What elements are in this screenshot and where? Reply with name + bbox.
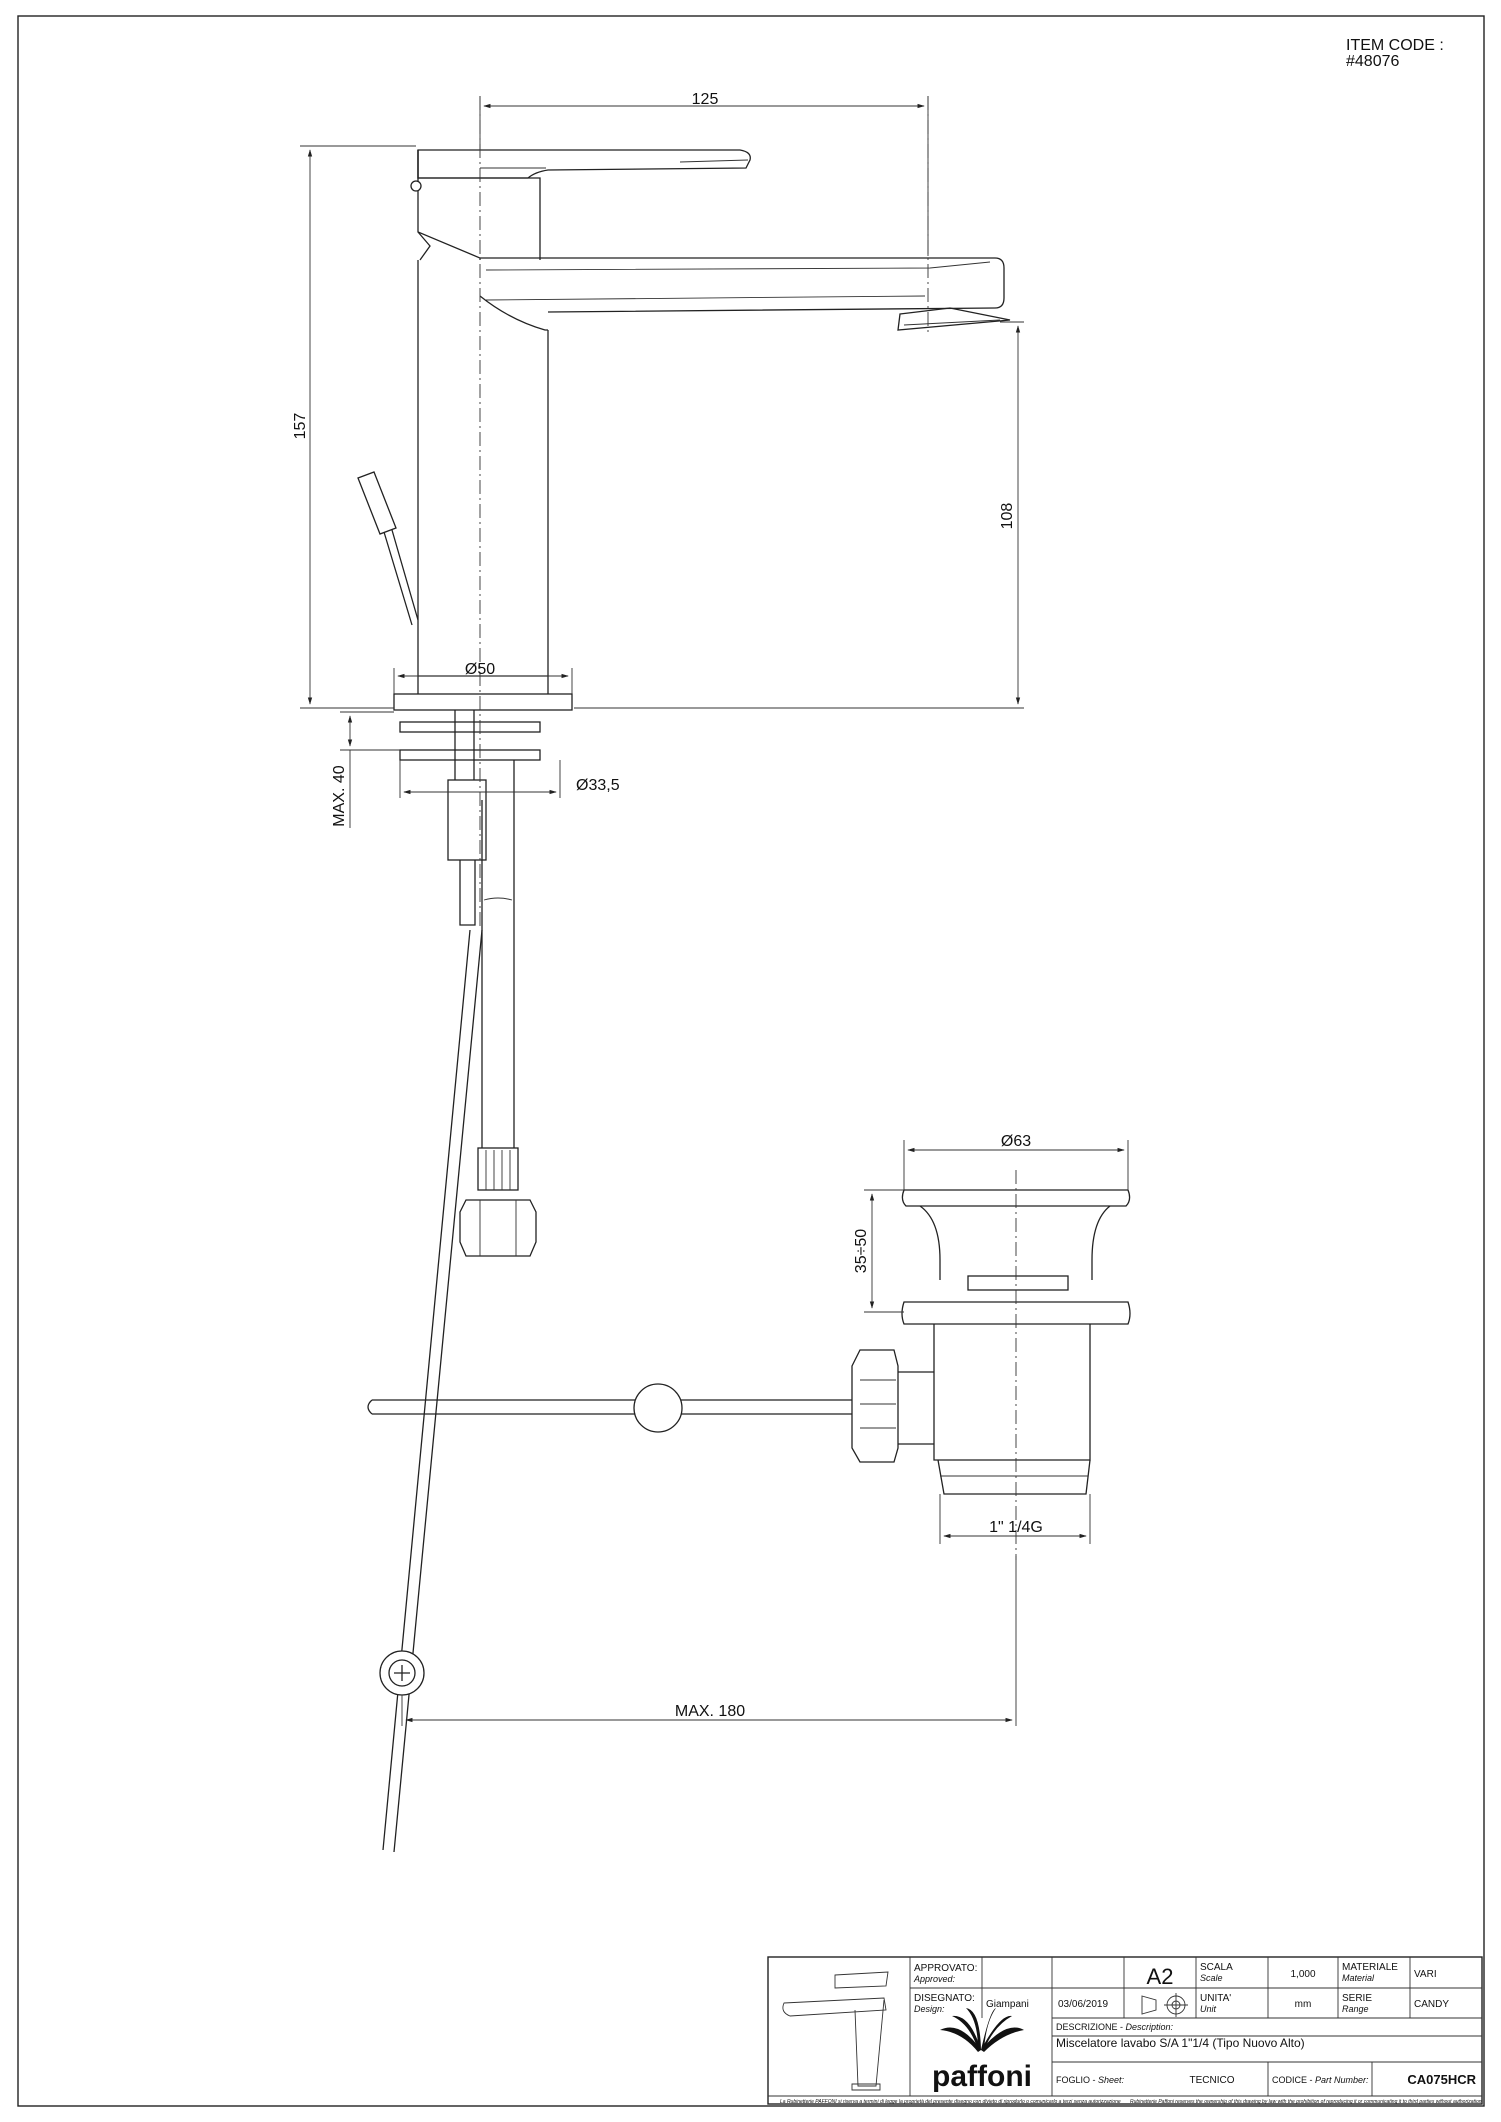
description-label: DESCRIZIONE - Description: <box>1056 2022 1174 2032</box>
approved-label: APPROVATO: <box>914 1963 977 1974</box>
material-label: MATERIALE <box>1342 1962 1398 1973</box>
dim-total-height: 157 <box>292 413 309 440</box>
design-label-en: Design: <box>914 2004 945 2014</box>
dimension-lines <box>300 96 1129 1726</box>
approved-label-en: Approved: <box>913 1974 956 1984</box>
dim-spout-reach: 125 <box>692 91 719 108</box>
dim-waste-thread: 1" 1/4G <box>989 1519 1043 1536</box>
title-block: APPROVATO: Approved: DISEGNATO: Design: … <box>767 1956 1483 2105</box>
sheet-border <box>17 15 1485 2107</box>
sheet-format: A2 <box>1147 1964 1174 1989</box>
footer-copyright-it: La Rubinetterie PAFFONI si riserva a ter… <box>780 2099 1121 2105</box>
pop-up-waste-outline <box>367 1189 1131 1495</box>
dim-waste-diameter: Ø63 <box>1001 1133 1031 1150</box>
dim-max-rod-distance: MAX. 180 <box>675 1703 745 1720</box>
item-code-value: #48076 <box>1346 53 1399 70</box>
design-label: DISEGNATO: <box>914 1993 975 2004</box>
dim-waste-height: 35÷50 <box>853 1229 870 1273</box>
series-label: SERIE <box>1342 1993 1372 2004</box>
unit-label-en: Unit <box>1200 2004 1217 2014</box>
series-value: CANDY <box>1414 1999 1449 2010</box>
sheet-value: TECNICO <box>1190 2075 1235 2086</box>
dim-shank-diameter: Ø33,5 <box>576 777 620 794</box>
unit-label: UNITA' <box>1200 1993 1231 2004</box>
material-value: VARI <box>1414 1969 1437 1980</box>
part-number-label: CODICE - Part Number: <box>1272 2075 1369 2085</box>
dim-spout-height: 108 <box>999 503 1016 530</box>
projection-icon <box>1141 1993 1188 2017</box>
series-label-en: Range <box>1342 2004 1369 2014</box>
part-number-value: CA075HCR <box>1407 2072 1476 2087</box>
paffoni-logo: paffoni <box>932 2008 1032 2093</box>
footer-copyright-en: Rubinetterie Paffoni reserves the owners… <box>1130 2099 1482 2105</box>
item-code-label: ITEM CODE : <box>1346 37 1444 54</box>
scale-label-en: Scale <box>1200 1973 1223 1983</box>
material-label-en: Material <box>1342 1973 1375 1983</box>
description-value: Miscelatore lavabo S/A 1"1/4 (Tipo Nuovo… <box>1056 2036 1305 2050</box>
designer-name: Giampani <box>986 1999 1029 2010</box>
dim-base-diameter: Ø50 <box>465 661 495 678</box>
basin-mixer-outline <box>357 149 1011 1853</box>
scale-label: SCALA <box>1200 1962 1233 1973</box>
unit-value: mm <box>1295 1999 1312 2010</box>
product-thumbnail <box>782 1971 889 2091</box>
dim-max-deck-thickness: MAX. 40 <box>331 765 348 826</box>
drawing-date: 03/06/2019 <box>1058 1999 1108 2010</box>
svg-text:paffoni: paffoni <box>932 2060 1032 2093</box>
sheet-label: FOGLIO - Sheet: <box>1056 2075 1125 2085</box>
scale-value: 1,000 <box>1290 1969 1315 1980</box>
